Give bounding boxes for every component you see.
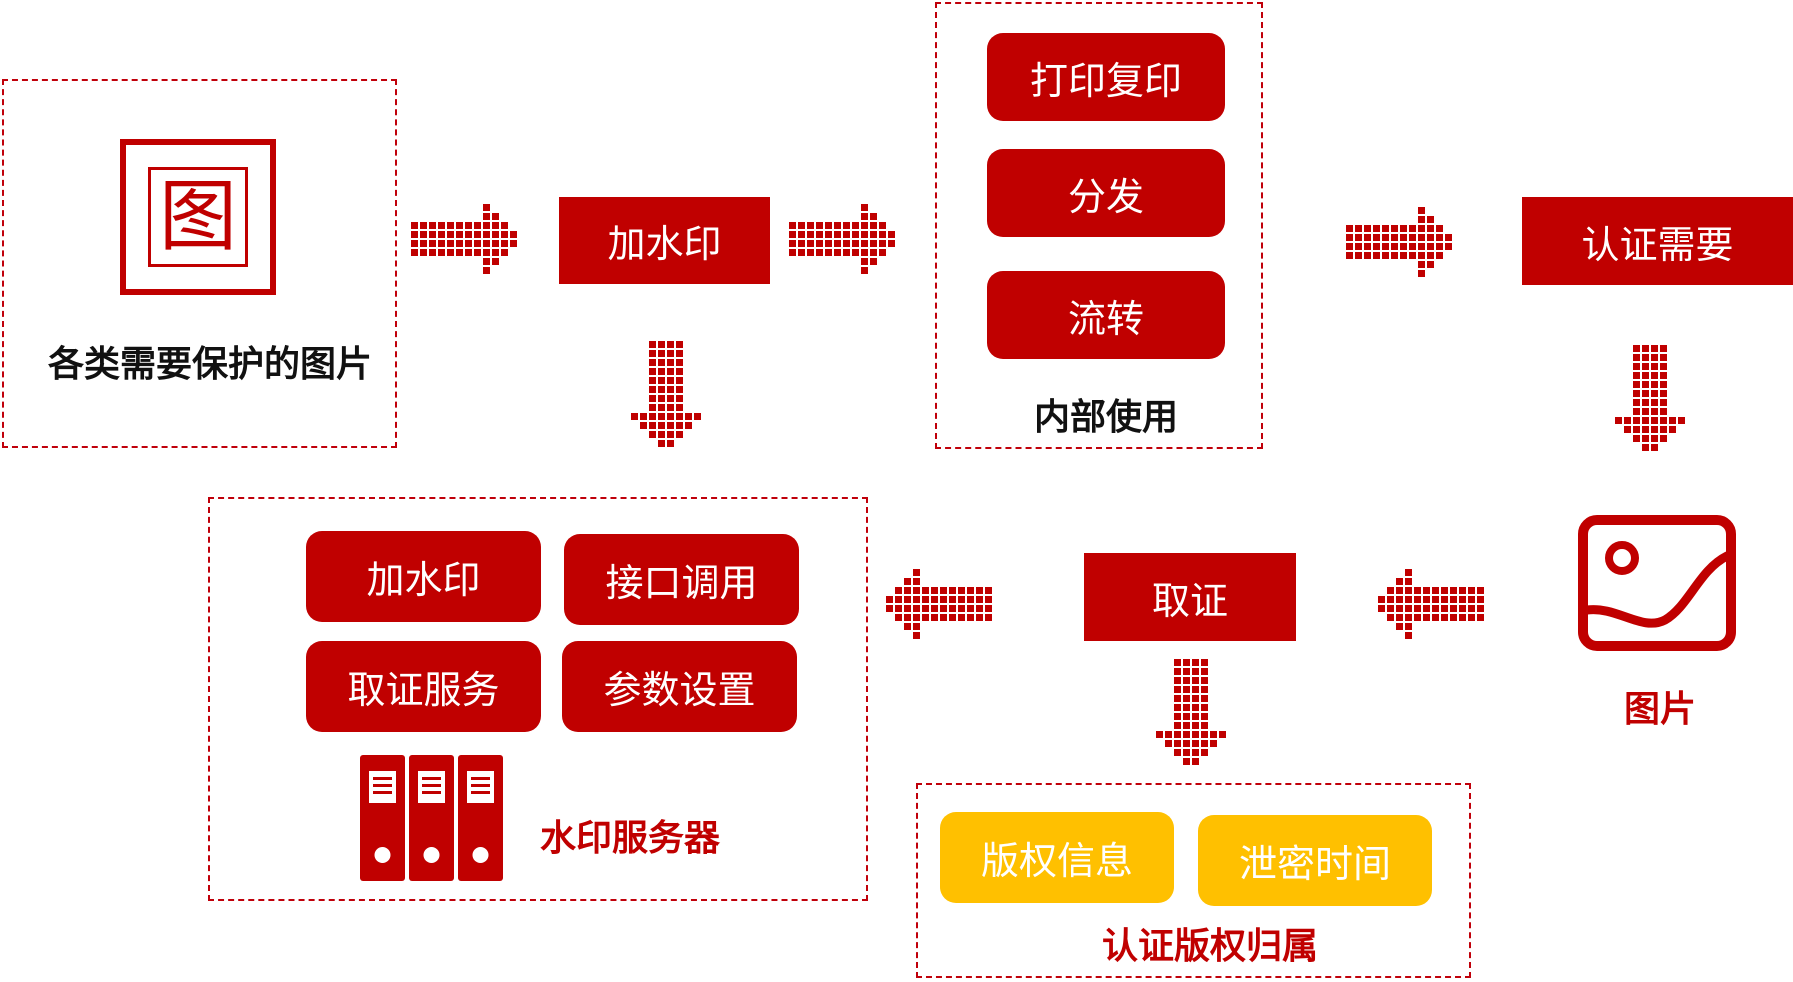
watermark-step[interactable]: 加水印: [559, 197, 770, 284]
arrow-left-2: [1378, 569, 1484, 639]
arrow-down-2: [1615, 345, 1685, 451]
certification-step[interactable]: 认证需要: [1522, 197, 1793, 285]
arrow-right-3: [1346, 207, 1452, 277]
server-api-call[interactable]: 接口调用: [564, 534, 799, 625]
arrow-right-1: [411, 204, 517, 274]
server-binders-icon: [360, 755, 503, 881]
internal-use-caption: 内部使用: [1033, 397, 1178, 438]
arrow-right-2: [789, 204, 895, 274]
arrow-left-1: [886, 569, 992, 639]
leak-time[interactable]: 泄密时间: [1198, 815, 1432, 906]
arrow-down-3: [1156, 659, 1226, 765]
image-icon: [1578, 515, 1736, 651]
forensics-step[interactable]: 取证: [1084, 553, 1296, 641]
server-parameter-settings[interactable]: 参数设置: [562, 641, 797, 732]
watermark-server-group: [208, 497, 868, 901]
internal-use-print-copy[interactable]: 打印复印: [987, 33, 1225, 121]
server-forensics-service[interactable]: 取证服务: [306, 641, 541, 732]
picture-char: 图: [158, 172, 237, 262]
copyright-info[interactable]: 版权信息: [940, 812, 1174, 903]
server-add-watermark[interactable]: 加水印: [306, 531, 541, 622]
internal-use-group: [935, 2, 1263, 449]
internal-use-circulate[interactable]: 流转: [987, 271, 1225, 359]
source-group: [2, 79, 397, 448]
arrow-down-1: [631, 341, 701, 447]
source-caption: 各类需要保护的图片: [47, 344, 372, 385]
image-caption: 图片: [1623, 689, 1696, 730]
picture-char-icon: 图: [120, 139, 276, 295]
copyright-group: [916, 783, 1471, 978]
internal-use-distribute[interactable]: 分发: [987, 149, 1225, 237]
watermark-server-caption: 水印服务器: [540, 818, 721, 859]
copyright-caption: 认证版权归属: [1101, 926, 1318, 967]
